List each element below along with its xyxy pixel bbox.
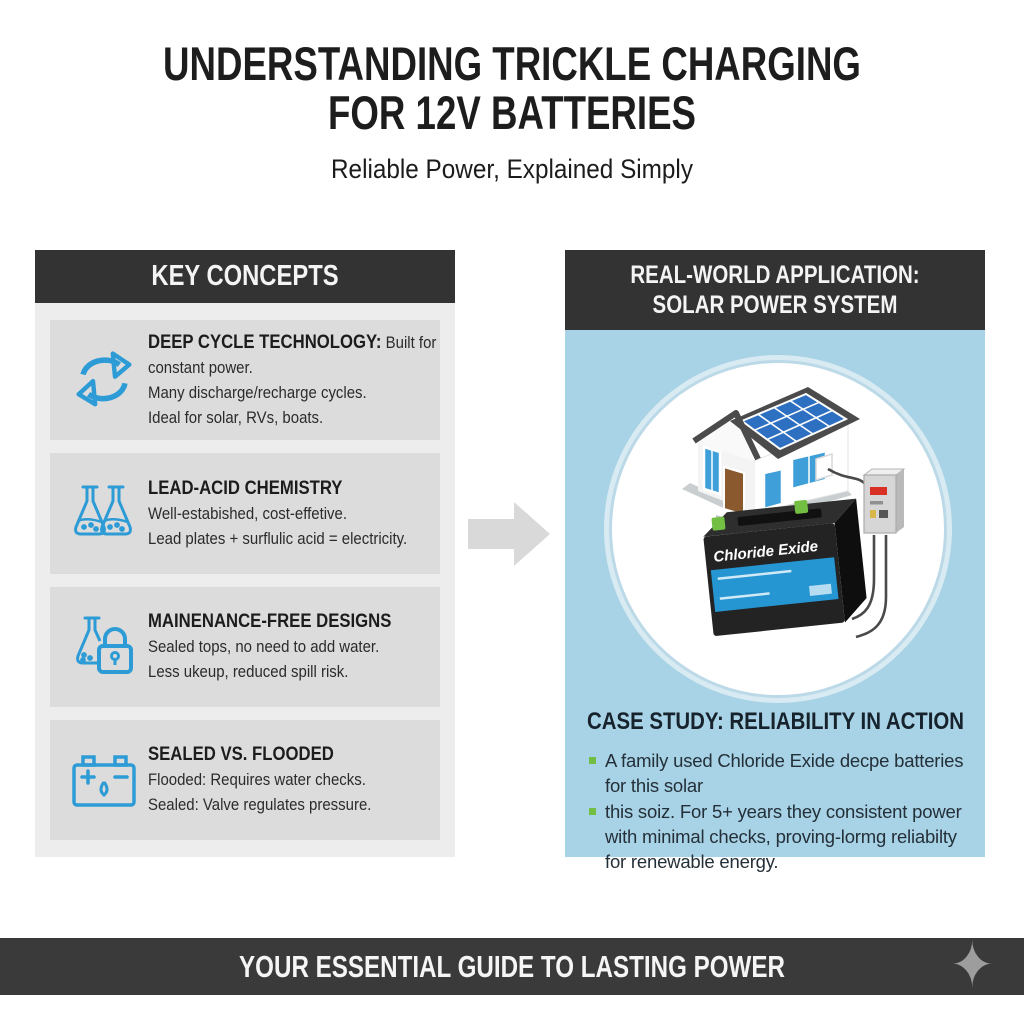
concept-line: Sealed: Valve regulates pressure.	[148, 795, 372, 815]
concept-line: Ideal for solar, RVs, boats.	[148, 408, 324, 428]
concept-title: MAINENANCE-FREE DESIGNS	[148, 611, 392, 633]
flask-padlock-icon	[60, 614, 148, 680]
concept-line: Lead plates + surflulic acid = electrici…	[148, 528, 408, 548]
concept-card-maintenance-free: MAINENANCE-FREE DESIGNS Sealed tops, no …	[50, 586, 440, 707]
key-concepts-header-bar: KEY CONCEPTS	[35, 250, 455, 303]
house-window	[762, 467, 784, 511]
title-block: UNDERSTANDING TRICKLE CHARGING FOR 12V B…	[0, 37, 1024, 185]
real-world-header-line2: SOLAR POWER SYSTEM	[652, 291, 898, 319]
battery: Chloride Exide	[703, 498, 867, 636]
page-title-line2: FOR 12V BATTERIES	[327, 85, 697, 139]
concept-line: constant power.	[148, 358, 253, 378]
concept-card-deep-cycle: DEEP CYCLE TECHNOLOGY: Built for constan…	[50, 320, 440, 441]
case-study-bullet-text: this soiz. For 5+ years they consistent …	[605, 801, 962, 872]
concept-line: Sealed tops, no need to add water.	[148, 637, 380, 657]
key-concepts-panel: KEY CONCEPTS DEEP CYCLE TECHNOLOGY: Buil…	[35, 250, 455, 857]
case-study-bullet: A family used Chloride Exide decpe batte…	[587, 748, 973, 798]
page-title-line1: UNDERSTANDING TRICKLE CHARGING	[163, 37, 861, 90]
cycle-arrows-icon	[60, 347, 148, 413]
concept-title: LEAD-ACID CHEMISTRY	[148, 477, 343, 499]
case-study-heading: CASE STUDY: RELIABILITY IN ACTION	[587, 708, 965, 735]
key-concepts-title: KEY CONCEPTS	[151, 260, 339, 293]
concept-title-line: SEALED VS. FLOODED	[148, 742, 398, 767]
case-study-bullet-text: A family used Chloride Exide decpe batte…	[605, 750, 964, 796]
footer-bar: YOUR ESSENTIAL GUIDE TO LASTING POWER ✦	[0, 934, 1024, 997]
concept-line: Flooded: Requires water checks.	[148, 770, 366, 790]
bullet-icon	[589, 808, 596, 815]
case-study-bullet: this soiz. For 5+ years they consistent …	[587, 799, 973, 874]
solar-system-illustration: Chloride Exide	[609, 360, 947, 698]
right-arrow-icon	[468, 496, 550, 572]
solar-panel	[739, 392, 849, 451]
sparkle-icon: ✦	[950, 930, 994, 1001]
concept-card-sealed-flooded: SEALED VS. FLOODED Flooded: Requires wat…	[50, 719, 440, 840]
key-concepts-body: DEEP CYCLE TECHNOLOGY: Built for constan…	[35, 303, 455, 857]
bullet-icon	[589, 757, 596, 764]
concept-title-line: MAINENANCE-FREE DESIGNS	[148, 609, 398, 634]
concept-line: Many discharge/recharge cycles.	[148, 383, 367, 403]
charge-controller	[862, 468, 906, 534]
chemistry-flasks-icon	[60, 481, 148, 545]
real-world-panel: REAL-WORLD APPLICATION: SOLAR POWER SYST…	[565, 250, 985, 872]
concept-line: Less ukeup, reduced spill risk.	[148, 662, 349, 682]
footer-tagline: YOUR ESSENTIAL GUIDE TO LASTING POWER	[239, 948, 785, 984]
concept-line: Well-estabished, cost-effetive.	[148, 503, 348, 523]
battery-droplet-icon	[60, 749, 148, 811]
real-world-header-bar: REAL-WORLD APPLICATION: SOLAR POWER SYST…	[565, 250, 985, 330]
concept-card-lead-acid: LEAD-ACID CHEMISTRY Well-estabished, cos…	[50, 453, 440, 574]
concept-title-rest: Built for	[385, 333, 437, 353]
concept-text: MAINENANCE-FREE DESIGNS Sealed tops, no …	[148, 609, 432, 684]
page-subtitle: Reliable Power, Explained Simply	[331, 153, 693, 184]
concept-title: DEEP CYCLE TECHNOLOGY:	[148, 332, 382, 354]
house-door	[723, 465, 745, 517]
concept-title-line: DEEP CYCLE TECHNOLOGY: Built for	[148, 330, 436, 355]
concept-title-line: LEAD-ACID CHEMISTRY	[148, 476, 398, 501]
concept-title: SEALED VS. FLOODED	[148, 744, 334, 766]
case-study: CASE STUDY: RELIABILITY IN ACTION A fami…	[587, 708, 973, 875]
concept-text: SEALED VS. FLOODED Flooded: Requires wat…	[148, 742, 432, 817]
concept-text: DEEP CYCLE TECHNOLOGY: Built for constan…	[148, 330, 436, 430]
real-world-body: Chloride Exide CASE STUDY: RELIABILITY I…	[565, 330, 985, 872]
real-world-header-line1: REAL-WORLD APPLICATION:	[630, 261, 920, 289]
concept-text: LEAD-ACID CHEMISTRY Well-estabished, cos…	[148, 476, 432, 551]
case-study-list: A family used Chloride Exide decpe batte…	[587, 748, 973, 874]
